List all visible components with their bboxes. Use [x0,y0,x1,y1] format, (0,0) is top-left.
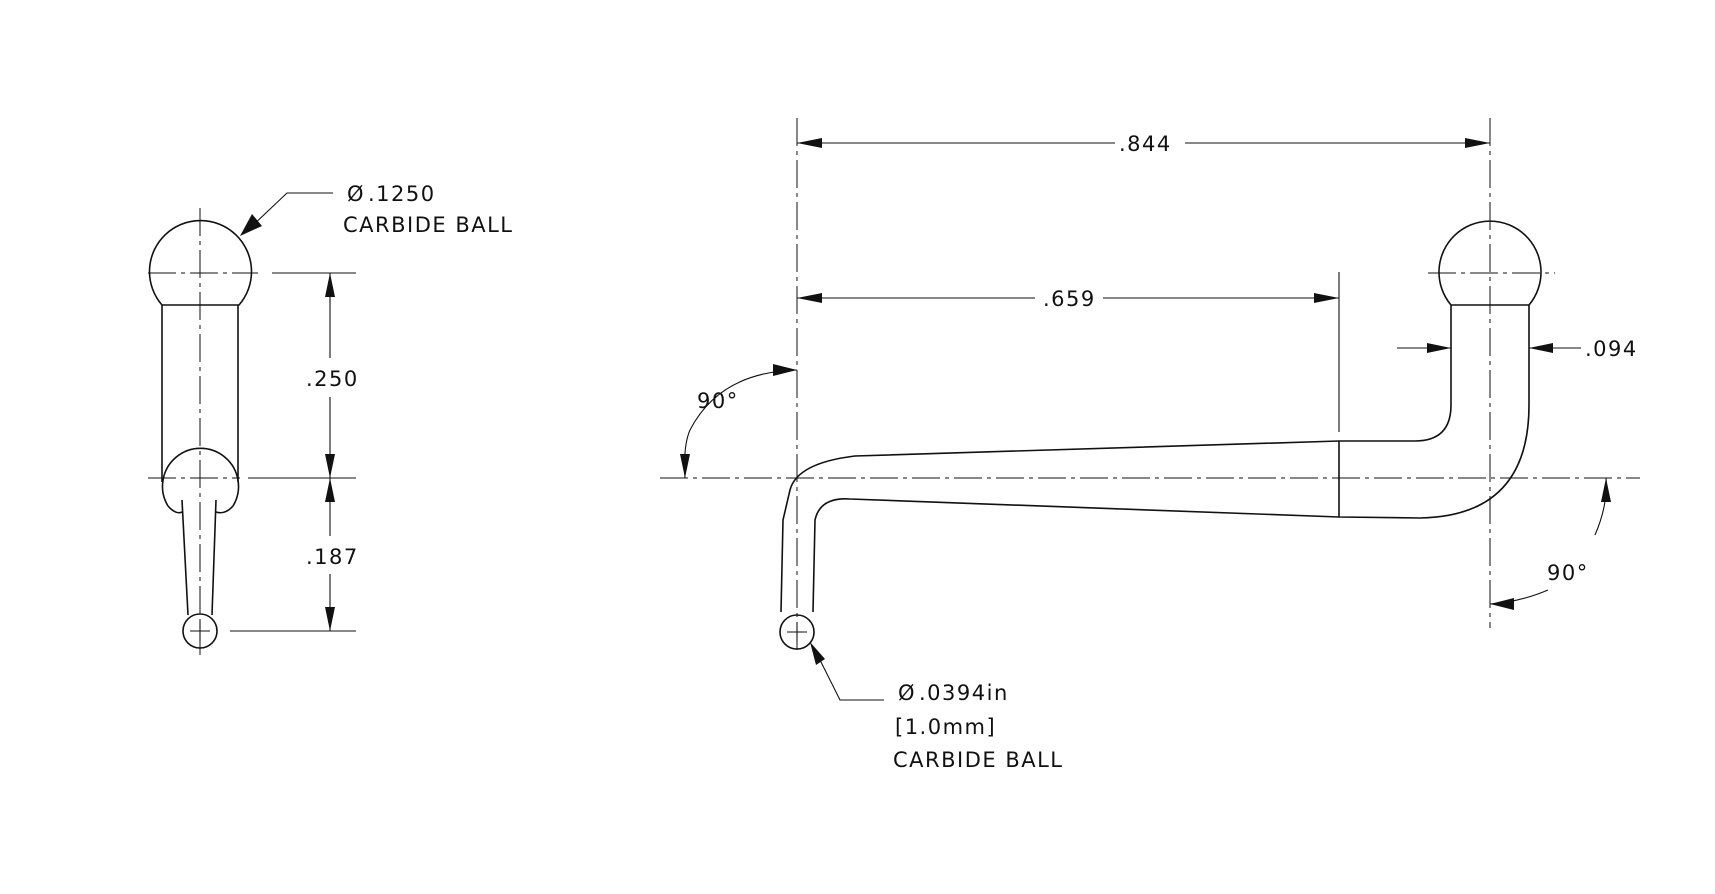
side-view-stylus-taper [181,499,217,616]
dim-659-arrow-left [797,293,822,303]
dim-844-arrow-left [797,138,822,148]
dim-094-arrow-left [1427,343,1451,353]
side-view-shank [161,305,239,482]
dim-844-label: .844 [1119,132,1172,156]
side-view-bend-neck [167,505,234,514]
front-view-carbide-ball [1438,220,1542,306]
front-view: .844 .659 .094 90° 90° Ø .0394in [1.0mm]… [660,118,1640,772]
angle-left-label: 90° [697,389,739,413]
dim-094-arrow-right [1529,343,1553,353]
dim-187-arrow-bottom [325,607,335,631]
ball-callout-material: CARBIDE BALL [343,213,514,237]
angle-left-arrow-top [773,364,797,376]
tip-callout-metric: [1.0mm] [895,715,996,739]
angle-right-label: 90° [1547,561,1589,585]
dim-659-label: .659 [1043,287,1096,311]
tip-callout-diameter: .0394in [919,681,1009,705]
tip-callout-material: CARBIDE BALL [893,748,1064,772]
dim-250-label: .250 [306,367,359,391]
angle-left-arc [684,369,798,479]
side-view-bend [161,447,240,507]
dim-187-arrow-top [325,478,335,502]
side-view: .250 .187 Ø .1250 CARBIDE BALL [148,182,514,655]
angle-right-arrow-bottom [1490,598,1514,610]
side-view-top-ball [148,219,253,306]
ball-callout-diameter-symbol: Ø [347,182,365,206]
angle-right-arrow-top [1601,478,1611,502]
stylus-lower-edge [812,305,1530,613]
dim-094-label: .094 [1585,337,1638,361]
tip-callout-arrow [810,642,825,665]
angle-left-arrow-bottom [680,454,690,478]
tip-callout-leader [814,649,884,701]
ball-callout-leader [249,192,333,229]
side-view-tip-ball [182,613,218,649]
front-view-tip-ball [779,614,815,650]
dim-250-arrow-bottom [325,454,335,478]
dim-250-arrow-top [325,273,335,297]
dim-659-arrow-right [1314,293,1339,303]
ball-callout-arrow [240,214,262,236]
tip-callout-diameter-symbol: Ø [898,681,916,705]
dim-844-arrow-right [1465,138,1490,148]
angle-right-arc [1489,477,1607,605]
stylus-upper-edge [780,305,1452,613]
ball-callout-diameter: .1250 [368,182,436,206]
dim-187-label: .187 [306,545,359,569]
